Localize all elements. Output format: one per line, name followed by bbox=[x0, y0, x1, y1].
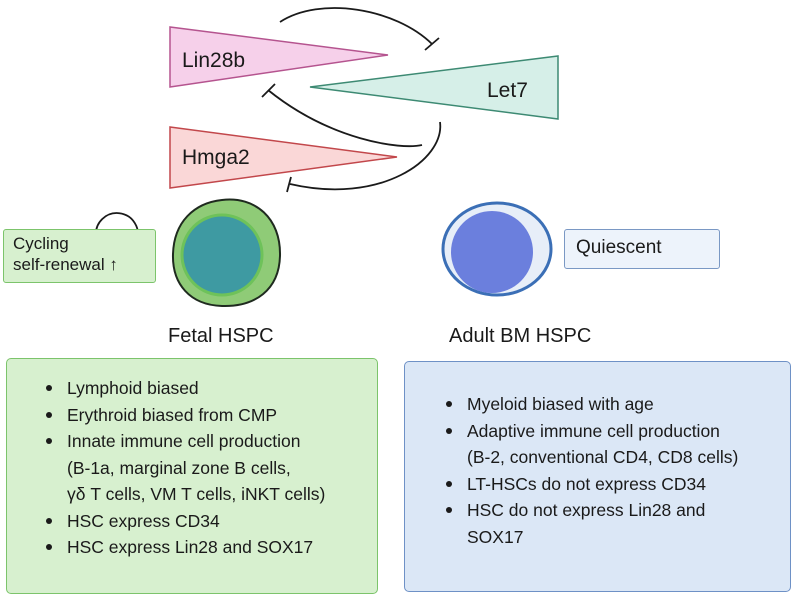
list-item-continuation: (B-2, conventional CD4, CD8 cells) bbox=[467, 447, 739, 467]
fetal-traits-list: Lymphoid biased Erythroid biased from CM… bbox=[41, 375, 325, 561]
inhibition-arrow-icon bbox=[279, 7, 440, 51]
list-item: Myeloid biased with age bbox=[441, 391, 738, 418]
hmga2-wedge bbox=[169, 126, 398, 189]
list-item: Erythroid biased from CMP bbox=[41, 402, 325, 429]
list-item: HSC do not express Lin28 and bbox=[441, 497, 738, 524]
let7-wedge bbox=[309, 55, 559, 120]
list-item: Adaptive immune cell production bbox=[441, 418, 738, 445]
fetal-hspc-caption: Fetal HSPC bbox=[168, 325, 274, 347]
lin28b-wedge bbox=[169, 26, 389, 88]
list-item: Lymphoid biased bbox=[41, 375, 325, 402]
list-item-continuation: SOX17 bbox=[467, 526, 524, 547]
list-item: LT-HSCs do not express CD34 bbox=[441, 471, 738, 498]
quiescent-box: Quiescent bbox=[564, 229, 720, 269]
fetal-cell-nucleus bbox=[180, 213, 264, 297]
list-item: HSC express Lin28 and SOX17 bbox=[41, 534, 325, 561]
adult-cell-nucleus bbox=[451, 211, 533, 293]
adult-bm-hspc-panel: Myeloid biased with age Adaptive immune … bbox=[404, 361, 791, 592]
lin28b-label: Lin28b bbox=[182, 49, 245, 72]
self-renewal-label: self-renewal ↑ bbox=[13, 255, 118, 274]
list-item: HSC express CD34 bbox=[41, 508, 325, 535]
quiescent-label: Quiescent bbox=[576, 237, 662, 258]
hmga2-label: Hmga2 bbox=[182, 146, 250, 169]
inhibition-arrow-icon bbox=[286, 121, 441, 193]
adult-bm-hspc-caption: Adult BM HSPC bbox=[449, 325, 592, 347]
list-item-continuation: (B-1a, marginal zone B cells, bbox=[67, 457, 291, 478]
inhibition-arrow-icon bbox=[261, 83, 423, 148]
list-item: Innate immune cell production bbox=[41, 428, 325, 455]
cycling-self-renewal-box: Cycling self-renewal ↑ bbox=[3, 229, 156, 283]
fetal-hspc-panel: Lymphoid biased Erythroid biased from CM… bbox=[6, 358, 378, 594]
adult-traits-list: Myeloid biased with age Adaptive immune … bbox=[441, 391, 738, 550]
list-item-continuation: γδ T cells, VM T cells, iNKT cells) bbox=[67, 484, 326, 504]
cycling-label: Cycling bbox=[13, 234, 69, 253]
let7-label: Let7 bbox=[487, 79, 528, 102]
